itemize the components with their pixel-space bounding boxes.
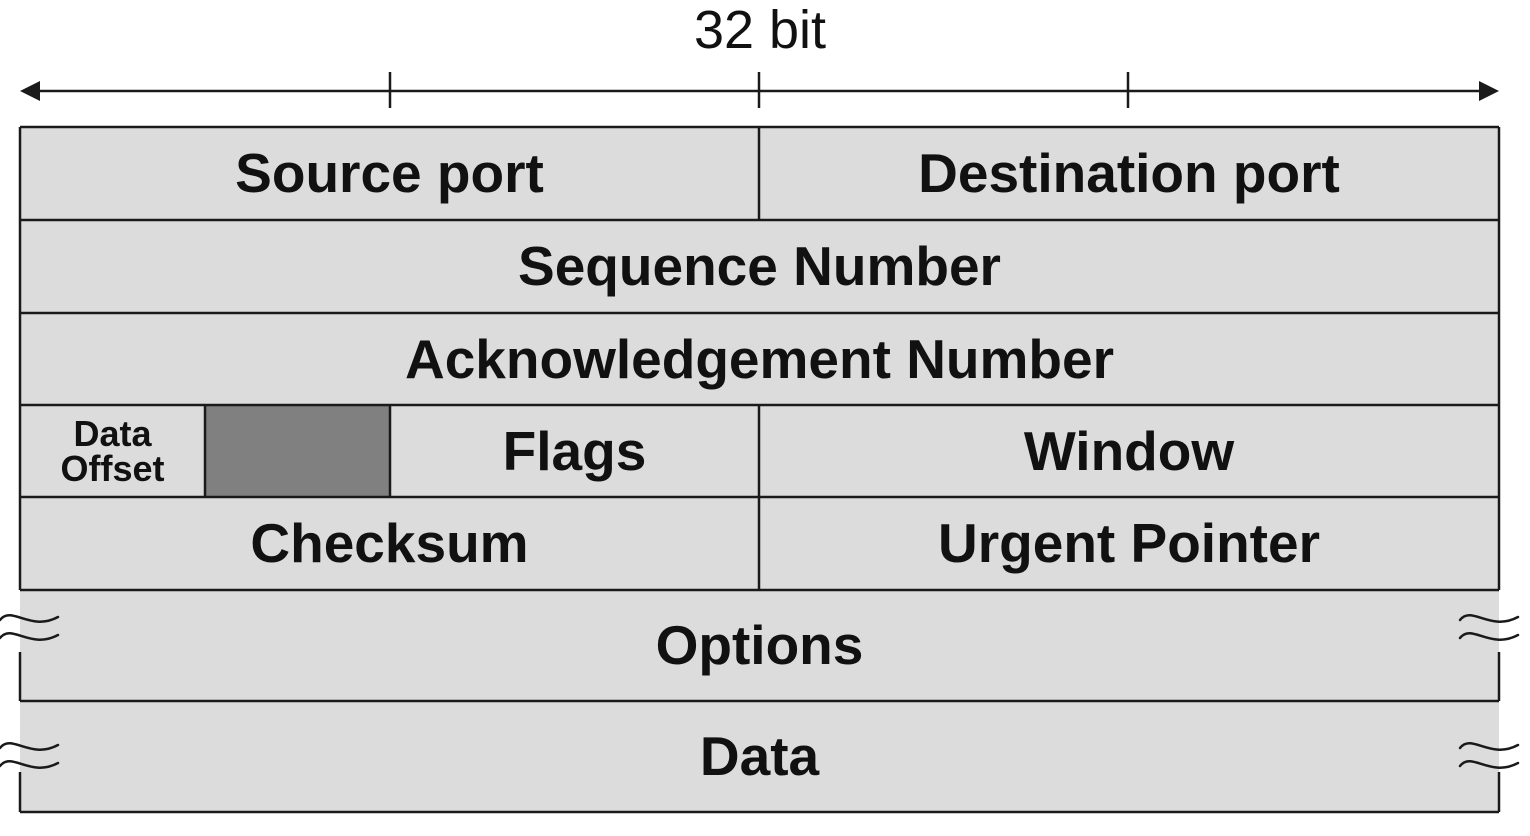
arrow-left-icon (20, 81, 40, 101)
data-offset-field: Data Offset (20, 405, 205, 497)
destination-port-field: Destination port (759, 127, 1499, 220)
acknowledgement-number-field: Acknowledgement Number (20, 313, 1499, 405)
options-field: Options (20, 590, 1499, 701)
source-port-field: Source port (20, 127, 759, 220)
data-offset-label-line2: Offset (60, 448, 165, 489)
arrow-right-icon (1479, 81, 1499, 101)
acknowledgement-number-label: Acknowledgement Number (404, 327, 1114, 390)
sequence-number-label: Sequence Number (518, 235, 1001, 297)
bit-width-ruler (20, 72, 1499, 108)
source-port-label: Source port (235, 142, 544, 204)
checksum-label: Checksum (250, 512, 529, 574)
urgent-pointer-field: Urgent Pointer (759, 497, 1499, 590)
checksum-field: Checksum (20, 497, 759, 590)
flags-field: Flags (390, 405, 759, 497)
destination-port-label: Destination port (918, 142, 1340, 204)
bit-width-label: 32 bit (693, 0, 827, 60)
options-label: Options (655, 614, 864, 676)
reserved-field (205, 405, 390, 497)
data-offset-label-line1: Data (73, 413, 152, 454)
sequence-number-field: Sequence Number (20, 220, 1499, 313)
data-field: Data (20, 701, 1499, 812)
urgent-pointer-label: Urgent Pointer (938, 512, 1320, 574)
window-label: Window (1023, 419, 1235, 482)
flags-label: Flags (502, 419, 647, 482)
window-field: Window (759, 405, 1499, 497)
data-label: Data (699, 725, 820, 787)
